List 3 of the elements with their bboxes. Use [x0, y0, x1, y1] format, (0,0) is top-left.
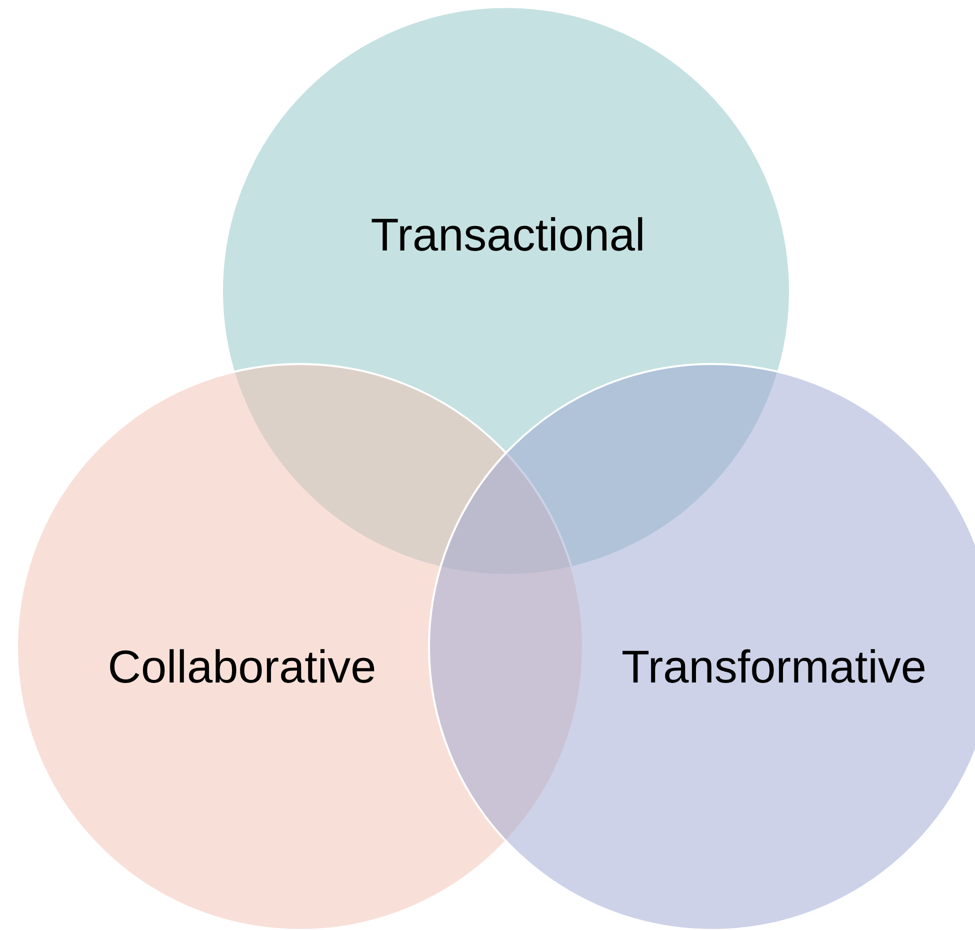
circle-label: Collaborative	[108, 640, 376, 694]
circle-label: Transactional	[370, 208, 646, 262]
circle-label: Transformative	[621, 640, 927, 694]
